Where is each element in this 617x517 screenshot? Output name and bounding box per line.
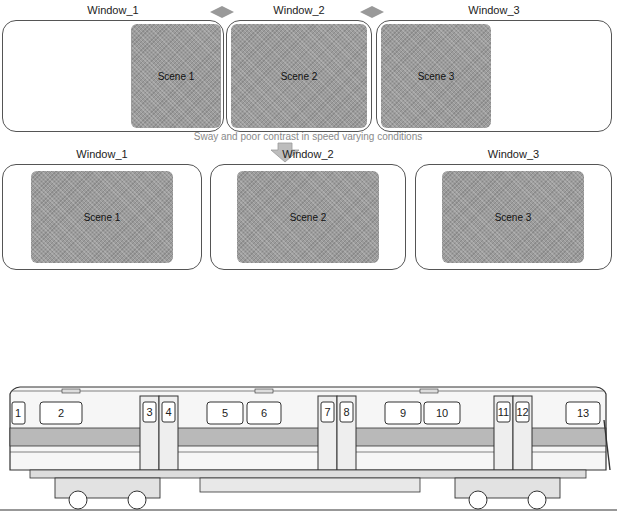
sway-arrow: [362, 11, 382, 13]
scene-box: Scene 1: [131, 24, 221, 128]
window-frame: Window_1Scene 1: [2, 20, 224, 132]
callout-number: 6: [261, 407, 267, 419]
window-frame: Window_2Scene 2: [210, 164, 406, 270]
scene-box: Scene 2: [231, 24, 367, 128]
window-title: Window_2: [227, 4, 371, 16]
window-title: Window_1: [3, 4, 223, 16]
scene-box: Scene 3: [442, 171, 584, 263]
callout-number: 7: [324, 406, 330, 418]
callout-number: 4: [165, 406, 171, 418]
callout-number: 5: [222, 407, 228, 419]
caption-note: Sway and poor contrast in speed varying …: [194, 131, 422, 142]
scene-box: Scene 3: [381, 24, 491, 128]
scene-box: Scene 2: [237, 171, 379, 263]
window-title: Window_3: [416, 148, 611, 160]
window-frame: Window_3Scene 3: [376, 20, 612, 132]
scene-label: Scene 2: [281, 71, 318, 82]
callout-number: 12: [516, 406, 528, 418]
callout-number: 8: [343, 406, 349, 418]
scene-box: Scene 1: [31, 171, 173, 263]
callout-number: 1: [15, 407, 21, 419]
window-title: Window_1: [3, 148, 201, 160]
window-frame: Window_3Scene 3: [415, 164, 612, 270]
callout-number: 13: [577, 407, 589, 419]
window-title: Window_3: [377, 4, 611, 16]
callout-number: 11: [498, 406, 509, 418]
window-title: Window_2: [211, 148, 405, 160]
sway-arrow: [212, 11, 232, 13]
scene-label: Scene 2: [290, 212, 327, 223]
window-frame: Window_2Scene 2: [226, 20, 372, 132]
callout-number: 2: [58, 407, 64, 419]
window-frame: Window_1Scene 1: [2, 164, 202, 270]
train-car: [0, 387, 617, 510]
callout-number: 3: [146, 406, 152, 418]
callout-number: 9: [400, 407, 406, 419]
scene-label: Scene 3: [418, 71, 455, 82]
scene-label: Scene 1: [84, 212, 121, 223]
scene-label: Scene 1: [158, 71, 195, 82]
scene-label: Scene 3: [495, 212, 532, 223]
callout-number: 10: [436, 407, 448, 419]
